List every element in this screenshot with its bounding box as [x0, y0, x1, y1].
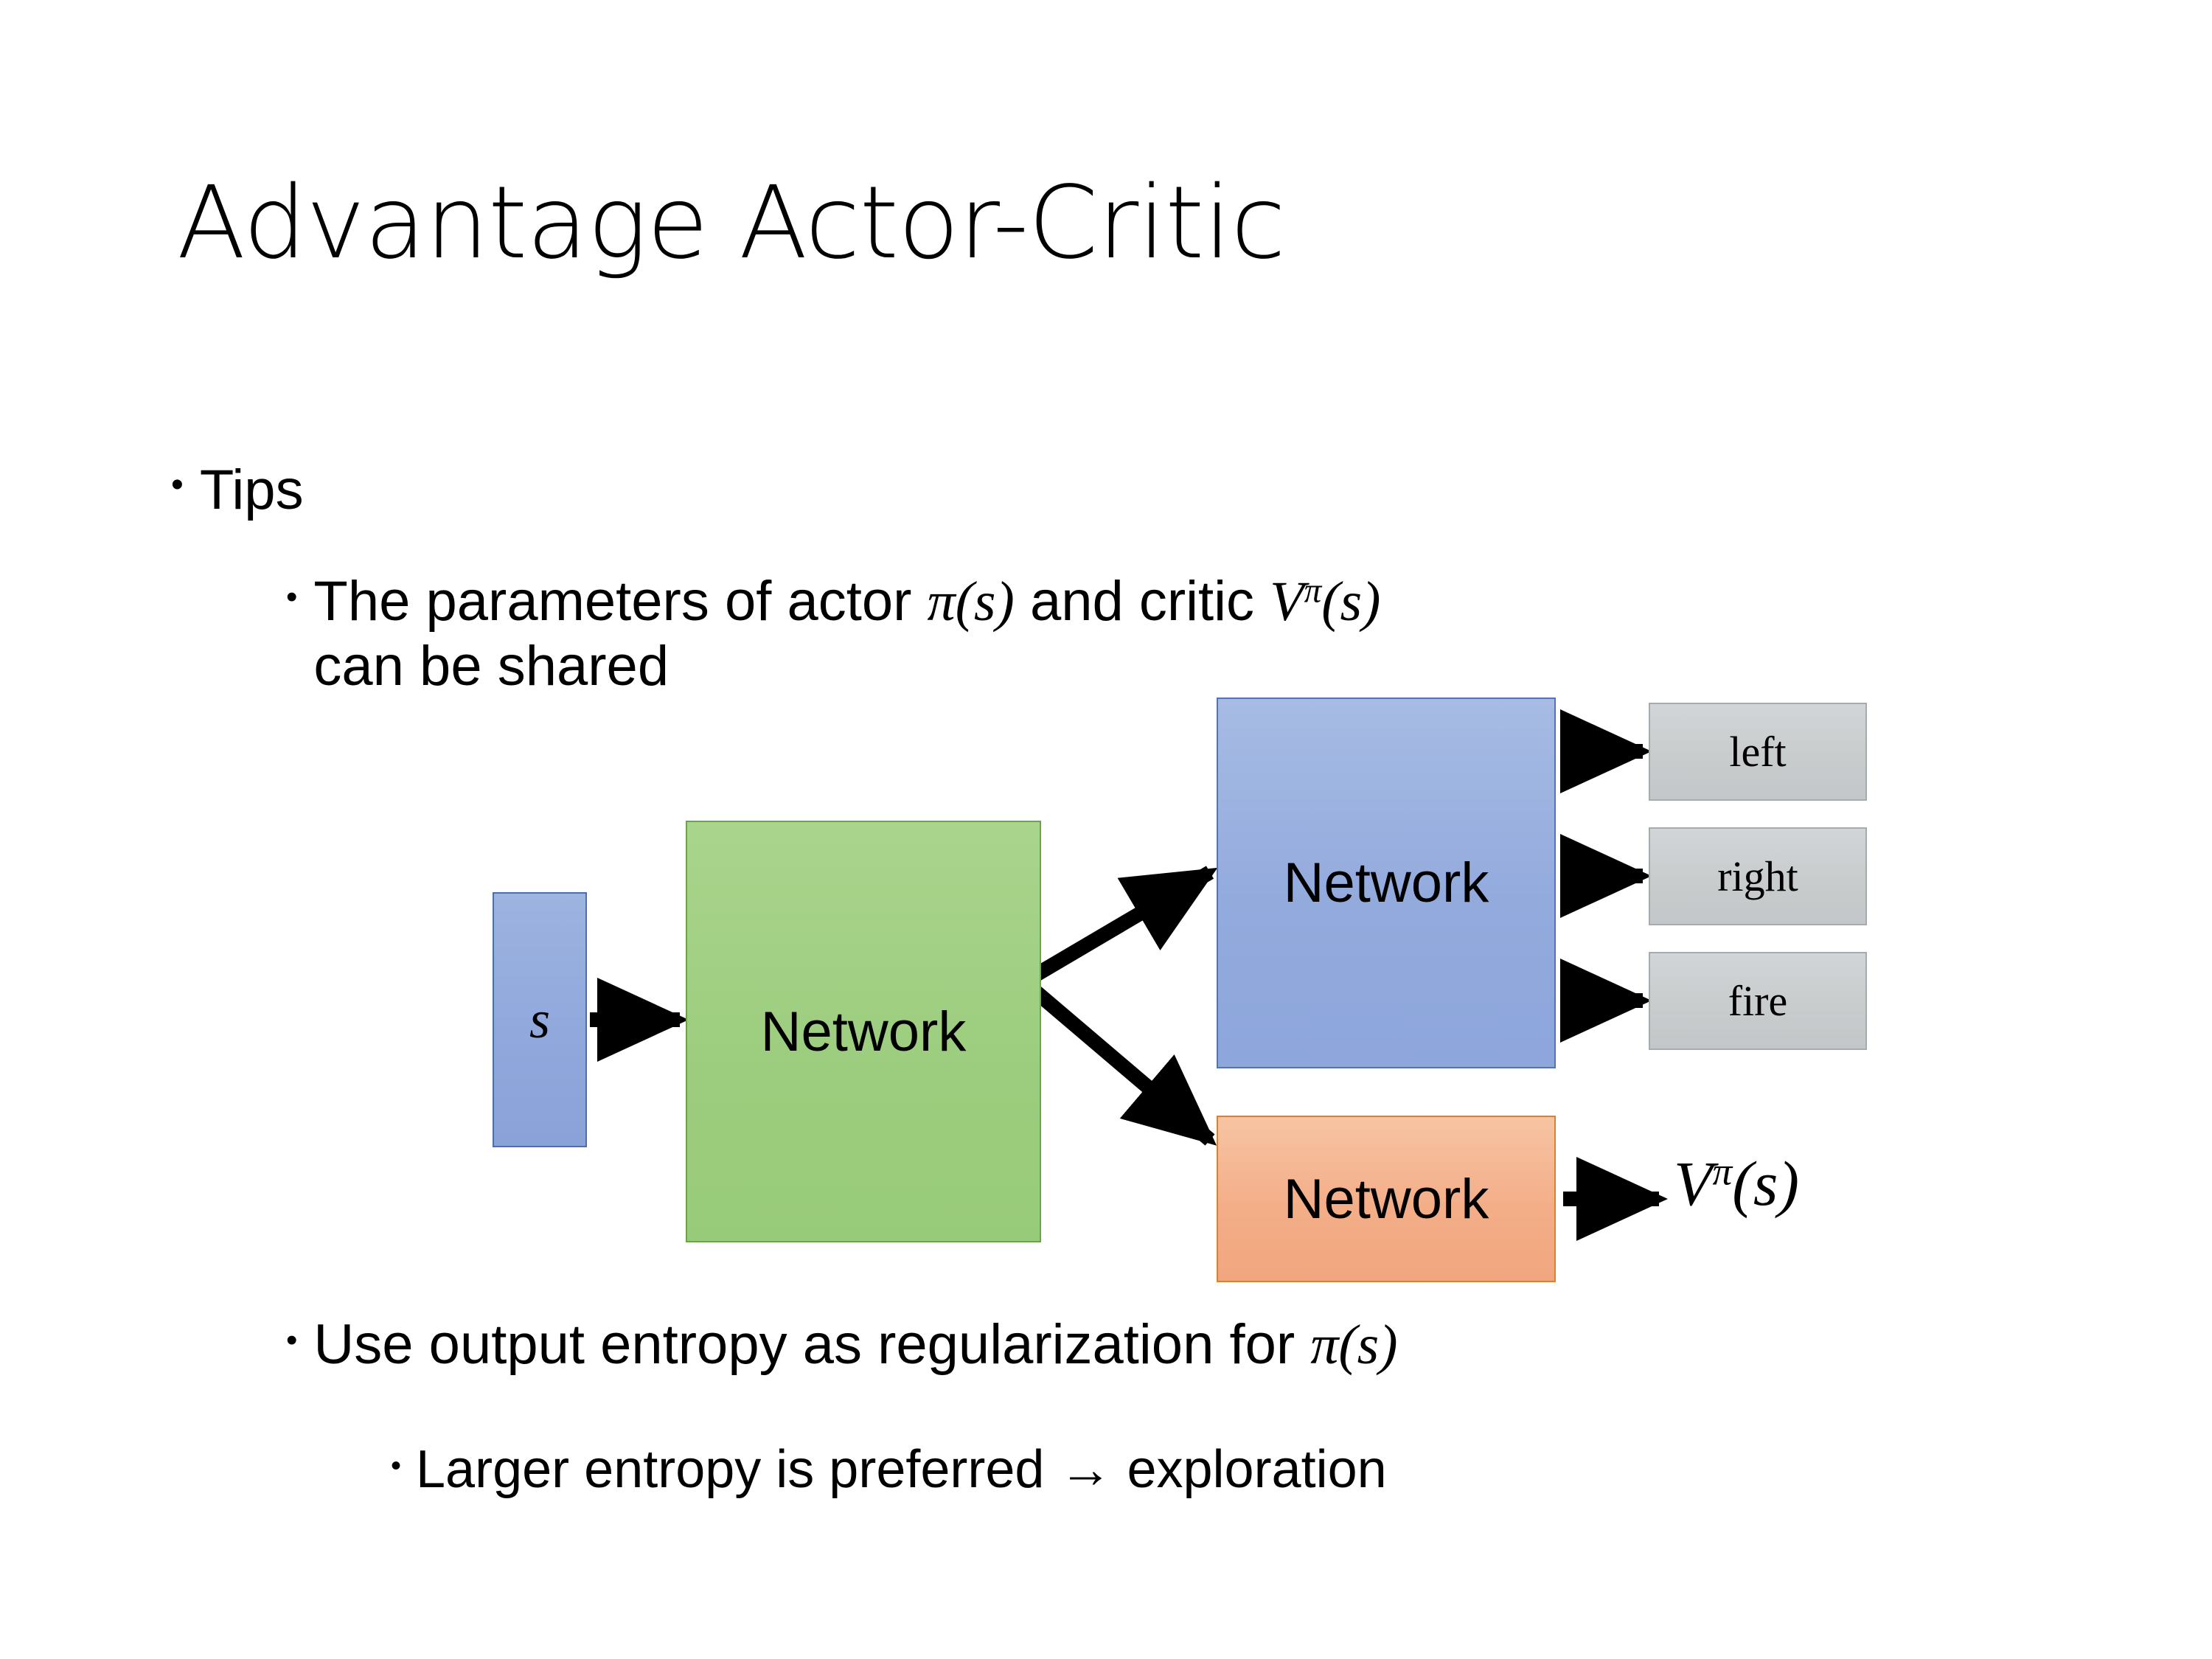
value-function-output-label: Vπ(s): [1674, 1147, 1799, 1220]
text-parameters-of-actor: The parameters of actor: [313, 570, 928, 633]
action-output-left[interactable]: left: [1649, 703, 1867, 801]
action-label: left: [1729, 728, 1787, 776]
bullet-entropy-text: Use output entropy as regularization for…: [313, 1312, 1397, 1377]
bullet-marker-icon: •: [171, 465, 184, 504]
bullet-shared-parameters: • The parameters of actor π(s) and criti…: [286, 569, 2011, 699]
math-v-superscript: π: [1304, 571, 1322, 611]
action-label: fire: [1728, 977, 1788, 1025]
text-and-critic: and critic: [1014, 570, 1270, 633]
text-can-be-shared: can be shared: [313, 635, 669, 698]
state-input-label: s: [529, 990, 551, 1049]
action-output-fire[interactable]: fire: [1649, 952, 1867, 1050]
bullet-tips-label: Tips: [199, 459, 304, 521]
bullet-marker-icon: •: [286, 579, 298, 615]
math-v-base: V: [1674, 1148, 1713, 1219]
shared-network-label: Network: [760, 1000, 967, 1063]
arrow-shared-to-critic: [1027, 983, 1217, 1146]
bullet-marker-icon: •: [391, 1450, 402, 1482]
state-input-box[interactable]: s: [493, 892, 587, 1147]
page-title: Advantage Actor-Critic: [177, 165, 1286, 282]
critic-network-box[interactable]: Network: [1217, 1116, 1556, 1282]
actor-network-box[interactable]: Network: [1217, 698, 1556, 1068]
bullet-larger-entropy-label: Larger entropy is preferred → exploratio…: [416, 1440, 1387, 1499]
actor-network-label: Network: [1283, 852, 1489, 914]
math-v-pi-of-s: Vπ(s): [1270, 571, 1380, 633]
math-pi-of-s: π(s): [1310, 1314, 1398, 1376]
bullet-marker-icon: •: [286, 1322, 298, 1358]
math-v-base: V: [1270, 571, 1304, 633]
math-v-superscript: π: [1712, 1149, 1733, 1194]
bullet-larger-entropy: • Larger entropy is preferred → explorat…: [391, 1439, 2087, 1501]
math-pi-of-s: π(s): [927, 571, 1015, 633]
math-v-argument: (s): [1321, 571, 1381, 633]
shared-network-box[interactable]: Network: [686, 821, 1041, 1242]
bullet-entropy-regularization: • Use output entropy as regularization f…: [286, 1312, 2056, 1377]
bullet-tips: • Tips: [171, 457, 304, 524]
bullet-shared-parameters-text: The parameters of actor π(s) and critic …: [313, 569, 1380, 699]
math-v-argument: (s): [1732, 1148, 1800, 1219]
critic-network-label: Network: [1283, 1167, 1489, 1231]
text-use-output-entropy: Use output entropy as regularization for: [313, 1313, 1311, 1376]
arrow-shared-to-actor: [1028, 866, 1218, 984]
action-label: right: [1717, 852, 1798, 900]
action-output-right[interactable]: right: [1649, 827, 1867, 925]
